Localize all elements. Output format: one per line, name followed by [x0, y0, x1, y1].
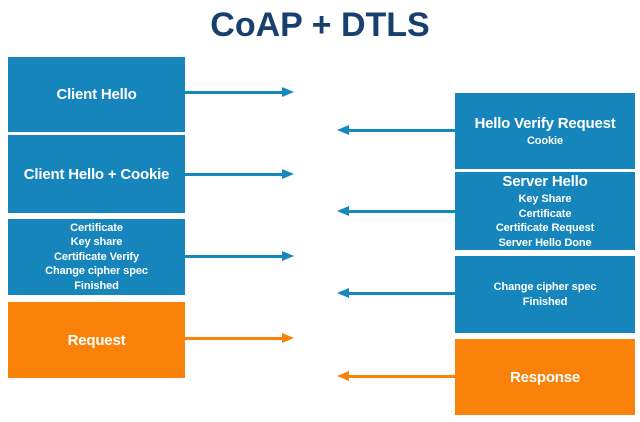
- client-hello-arrow: [185, 87, 294, 97]
- client-hello-cookie-label: Client Hello + Cookie: [23, 165, 170, 183]
- client-certificate-flight-arrow: [185, 251, 294, 261]
- client-certificate-flight-box: Certificate Key share Certificate Verify…: [8, 219, 185, 295]
- response-box: Response: [455, 339, 635, 415]
- box-line: Key Share: [518, 193, 572, 205]
- box-line: Finished: [522, 295, 568, 308]
- box-line: Change cipher spec: [45, 265, 148, 278]
- box-line: Certificate: [518, 207, 572, 220]
- hello-verify-request-box: Hello Verify Request Cookie: [455, 93, 635, 169]
- box-line: Cookie: [526, 134, 564, 147]
- box-line: Change cipher spec: [493, 281, 597, 293]
- client-hello-cookie-box: Client Hello + Cookie: [8, 135, 185, 213]
- response-arrow: [337, 371, 455, 381]
- box-line: Server Hello Done: [498, 236, 592, 249]
- box-line: Finished: [74, 279, 119, 292]
- diagram-title: CoAP + DTLS: [210, 6, 430, 44]
- hello-verify-request-arrow: [337, 125, 455, 135]
- server-change-cipher-finished-box: Change cipher spec Finished: [455, 256, 635, 333]
- request-label: Request: [67, 331, 126, 349]
- response-label: Response: [509, 368, 581, 386]
- request-arrow: [185, 333, 294, 343]
- box-line: Certificate Request: [495, 222, 595, 234]
- server-hello-box: Server Hello Key Share Certificate Certi…: [455, 172, 635, 250]
- box-line: Key share: [70, 236, 123, 249]
- server-hello-heading: Server Hello: [502, 173, 588, 190]
- box-line: Certificate Verify: [53, 250, 140, 263]
- hello-verify-request-heading: Hello Verify Request: [474, 114, 616, 132]
- client-hello-label: Client Hello: [56, 86, 137, 103]
- request-box: Request: [8, 302, 185, 378]
- client-hello-box: Client Hello: [8, 57, 185, 132]
- box-line: Certificate: [70, 221, 123, 234]
- server-hello-arrow: [337, 206, 455, 216]
- client-hello-cookie-arrow: [185, 169, 294, 179]
- server-change-cipher-arrow: [337, 288, 455, 298]
